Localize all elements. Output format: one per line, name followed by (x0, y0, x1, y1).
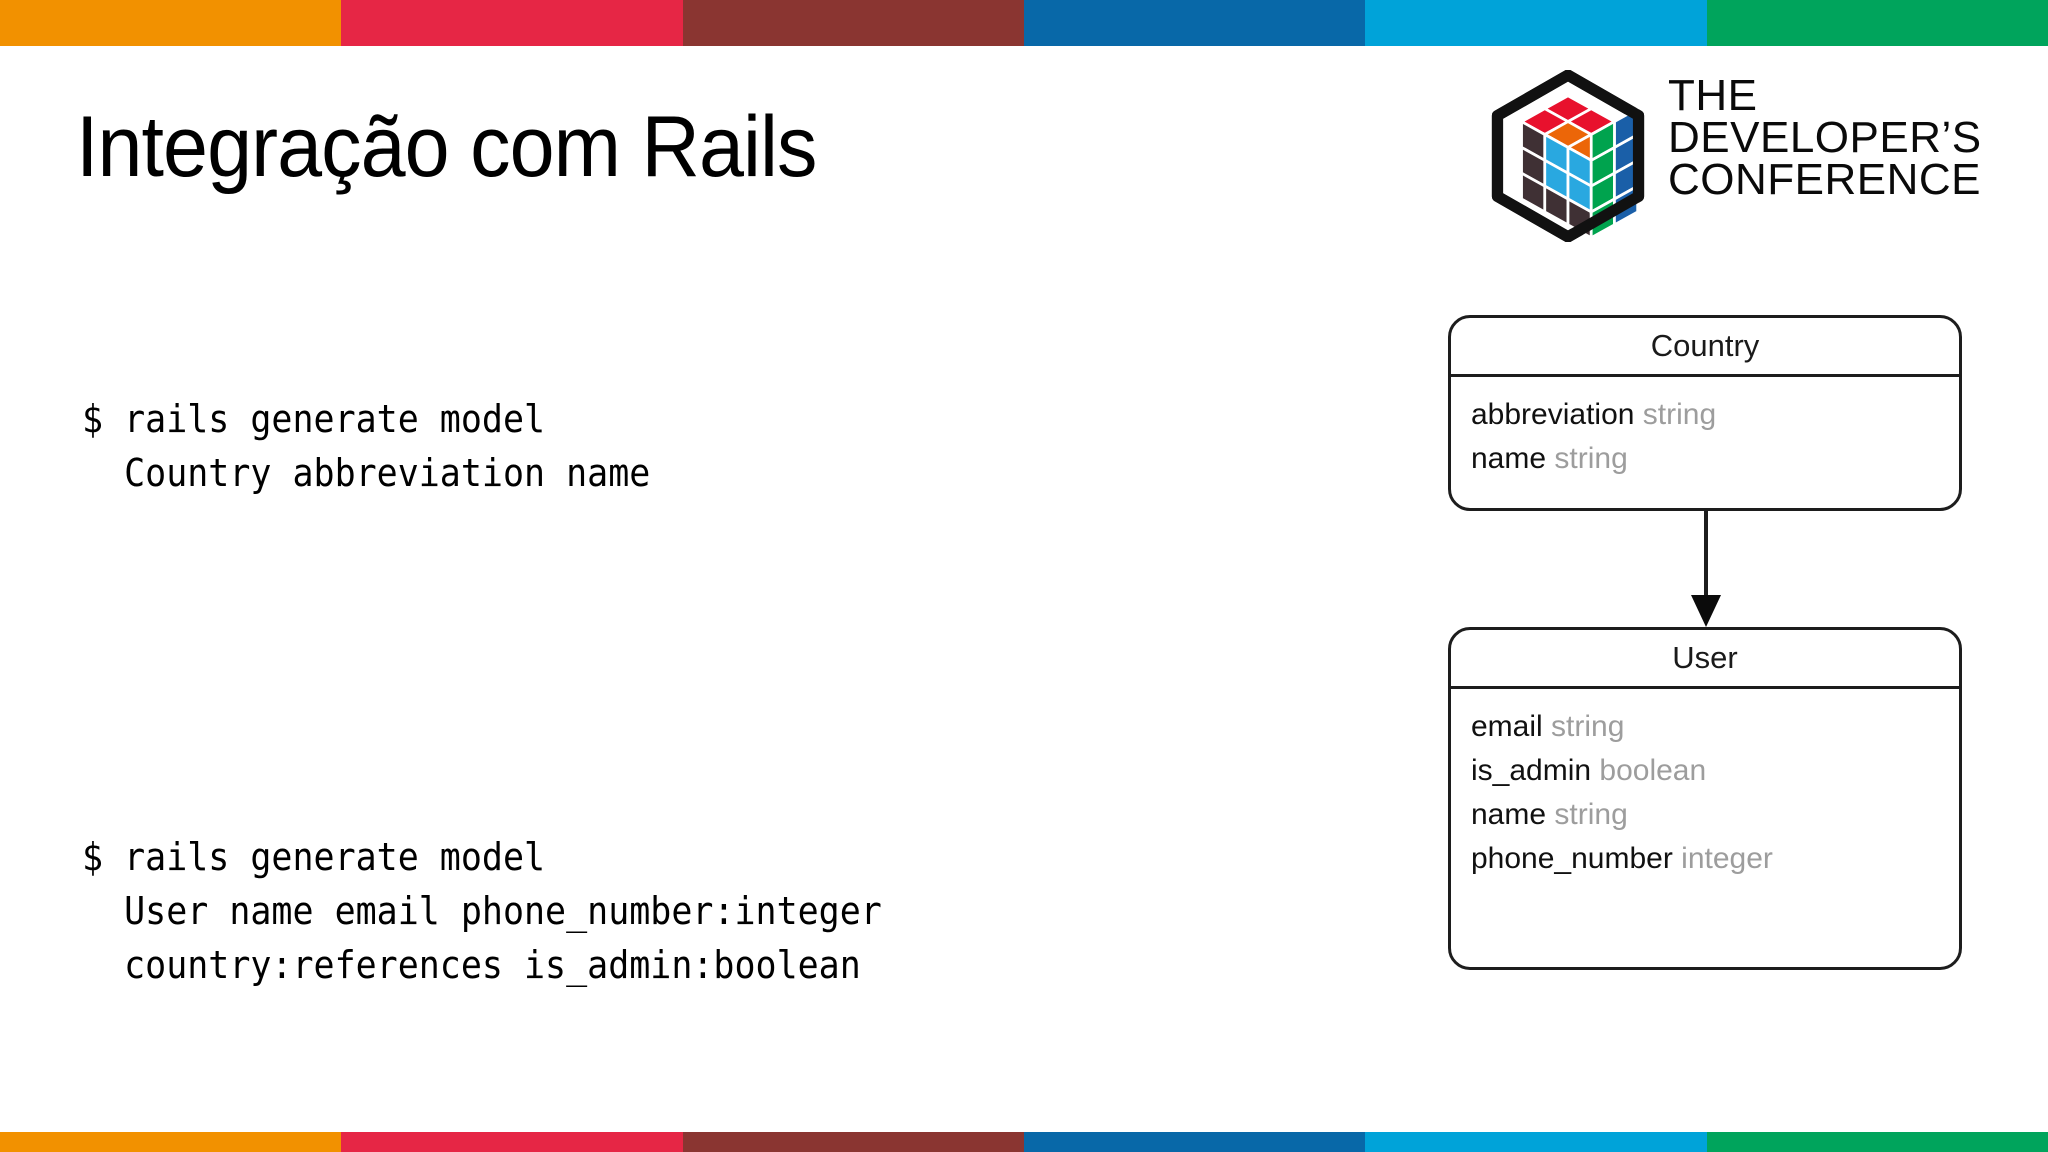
uml-relation-arrow-icon (1691, 511, 1721, 627)
tdc-logo: THE DEVELOPER’S CONFERENCE (1482, 70, 2030, 242)
color-segment-red (341, 1132, 683, 1152)
uml-class-title: Country (1451, 318, 1959, 377)
uml-field-row: name string (1471, 793, 1959, 837)
uml-field-name: abbreviation (1471, 398, 1635, 431)
code-line: User name email phone_number:integer (82, 889, 882, 933)
code-block-country: $ rails generate model Country abbreviat… (82, 392, 650, 500)
color-segment-brown (682, 0, 1024, 46)
color-segment-orange (0, 0, 342, 46)
tdc-cube-hexagon-logo-icon (1491, 70, 1645, 242)
logo-line-developers: DEVELOPER’S (1668, 112, 1982, 162)
uml-class-diagram: Country abbreviation string name string … (1440, 305, 1980, 1065)
uml-class-user: User email string is_admin boolean name … (1448, 627, 1962, 970)
uml-field-type: string (1554, 442, 1628, 475)
color-segment-dark-blue (1023, 0, 1366, 46)
uml-field-row: is_admin boolean (1471, 749, 1959, 793)
uml-field-type: boolean (1599, 754, 1707, 787)
uml-field-row: email string (1471, 705, 1959, 749)
color-segment-cyan (1365, 1132, 1707, 1152)
uml-field-type: string (1551, 710, 1625, 743)
uml-field-list: email string is_admin boolean name strin… (1451, 689, 1959, 881)
uml-field-name: email (1471, 710, 1543, 743)
code-line: $ rails generate model (82, 397, 546, 441)
uml-field-row: phone_number integer (1471, 837, 1959, 881)
uml-field-list: abbreviation string name string (1451, 377, 1959, 481)
uml-class-country: Country abbreviation string name string (1448, 315, 1962, 511)
color-segment-orange (0, 1132, 342, 1152)
code-line: $ rails generate model (82, 835, 546, 879)
logo-line-the: THE (1668, 71, 1758, 120)
tdc-logo-wordmark: THE DEVELOPER’S CONFERENCE (1668, 71, 1982, 204)
code-block-user: $ rails generate model User name email p… (82, 830, 882, 992)
tdc-color-bar-bottom (0, 1132, 2048, 1152)
code-line: country:references is_admin:boolean (82, 943, 861, 987)
uml-field-name: is_admin (1471, 754, 1592, 787)
color-segment-cyan (1365, 0, 1707, 46)
uml-field-name: name (1471, 798, 1547, 831)
color-segment-green (1706, 1132, 2048, 1152)
uml-field-row: name string (1471, 437, 1959, 481)
uml-field-type: string (1642, 398, 1717, 431)
color-segment-green (1706, 0, 2048, 46)
uml-field-name: name (1471, 442, 1547, 475)
uml-field-row: abbreviation string (1471, 393, 1959, 437)
tdc-color-bar-top (0, 0, 2048, 46)
uml-field-type: string (1554, 798, 1628, 831)
color-segment-dark-blue (1023, 1132, 1366, 1152)
color-segment-red (341, 0, 683, 46)
uml-field-type: integer (1681, 842, 1773, 875)
logo-line-conference: CONFERENCE (1668, 154, 1982, 204)
color-segment-brown (682, 1132, 1024, 1152)
uml-class-title: User (1451, 630, 1959, 689)
page-title: Integração com Rails (76, 99, 817, 195)
code-line: Country abbreviation name (82, 451, 651, 495)
uml-field-name: phone_number (1471, 842, 1673, 875)
